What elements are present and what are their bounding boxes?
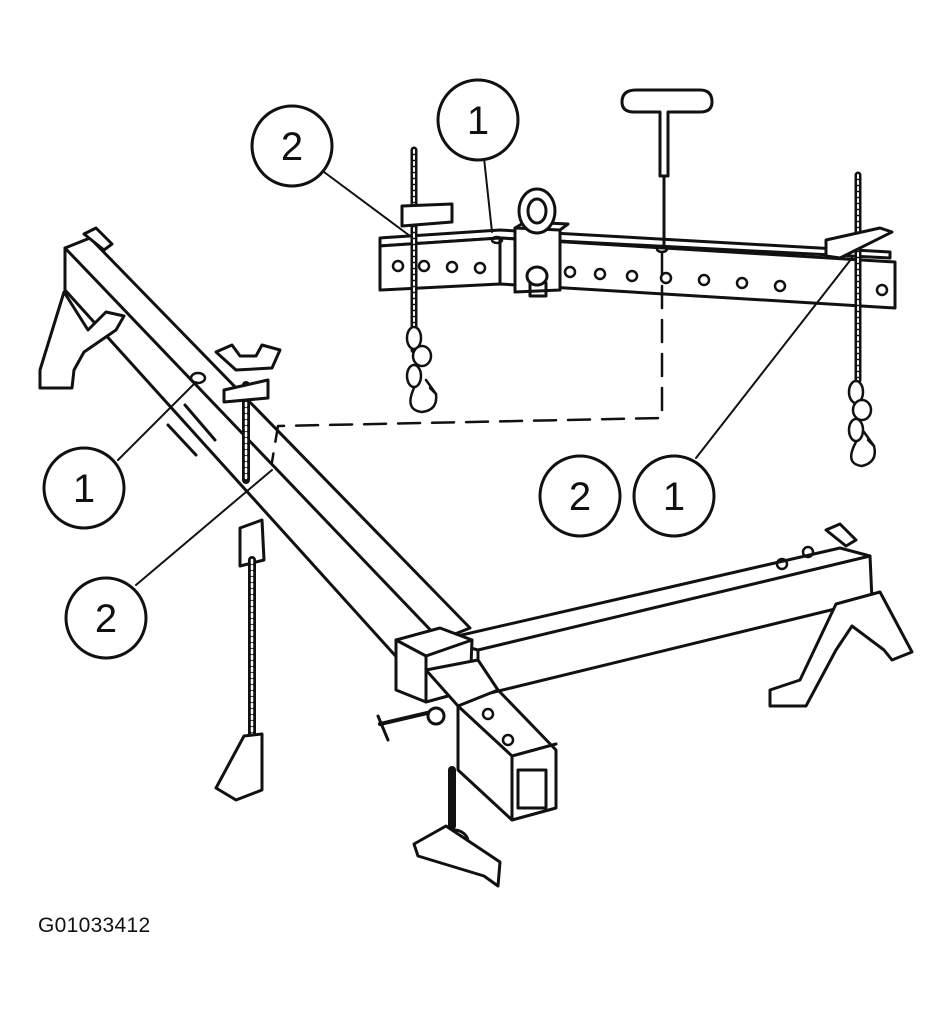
lifting-beam: [378, 88, 897, 468]
callout-left-2: 2: [64, 576, 148, 660]
callout-right-1: 1: [632, 454, 716, 538]
svg-text:1: 1: [467, 99, 489, 143]
svg-text:2: 2: [569, 475, 591, 519]
figure-code: G01033412: [38, 914, 151, 937]
svg-text:1: 1: [663, 475, 685, 519]
svg-text:2: 2: [281, 125, 303, 169]
callout-right-2: 2: [538, 454, 622, 538]
leader-lines: [117, 157, 853, 586]
alignment-dashed-line: [270, 250, 664, 464]
svg-text:2: 2: [95, 597, 117, 641]
base-frame: [38, 226, 914, 888]
callout-top-2: 2: [250, 104, 334, 188]
callout-top-1: 1: [436, 78, 520, 162]
svg-text:1: 1: [73, 467, 95, 511]
callout-left-1: 1: [42, 446, 126, 530]
